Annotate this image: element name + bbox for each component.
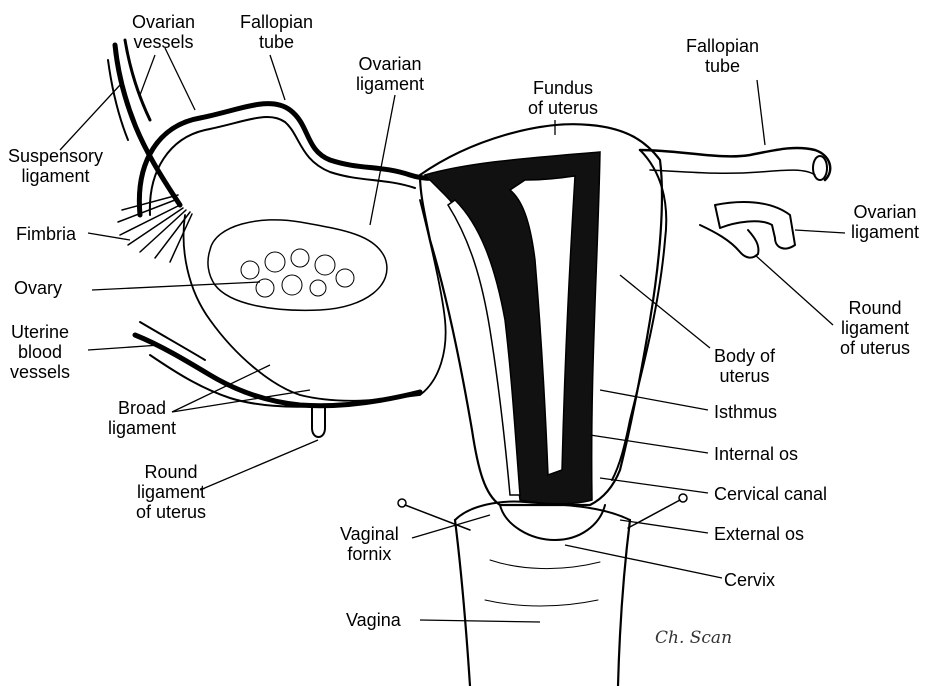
label-round-ligament-left: Round ligament of uterus bbox=[136, 462, 206, 522]
label-fundus-of-uterus: Fundus of uterus bbox=[528, 78, 598, 118]
label-isthmus: Isthmus bbox=[714, 402, 777, 422]
label-broad-ligament: Broad ligament bbox=[108, 398, 176, 438]
label-vaginal-fornix: Vaginal fornix bbox=[340, 524, 399, 564]
label-vagina: Vagina bbox=[346, 610, 401, 630]
label-internal-os: Internal os bbox=[714, 444, 798, 464]
artist-signature: Ch. Scan bbox=[655, 628, 732, 648]
right-fallopian-tube bbox=[640, 148, 830, 180]
label-ovary: Ovary bbox=[14, 278, 62, 298]
round-ligament-right bbox=[700, 225, 758, 258]
label-body-of-uterus: Body of uterus bbox=[714, 346, 775, 386]
label-suspensory-ligament: Suspensory ligament bbox=[8, 146, 103, 186]
label-ovarian-ligament-right: Ovarian ligament bbox=[851, 202, 919, 242]
label-external-os: External os bbox=[714, 524, 804, 544]
label-cervical-canal: Cervical canal bbox=[714, 484, 827, 504]
ovary-follicles bbox=[241, 249, 354, 297]
label-cervix: Cervix bbox=[724, 570, 775, 590]
label-ovarian-vessels: Ovarian vessels bbox=[132, 12, 195, 52]
label-fallopian-tube-left: Fallopian tube bbox=[240, 12, 313, 52]
cervix bbox=[500, 505, 605, 540]
label-ovarian-ligament-top: Ovarian ligament bbox=[356, 54, 424, 94]
label-round-ligament-right: Round ligament of uterus bbox=[840, 298, 910, 358]
round-ligament-left bbox=[312, 405, 325, 437]
ovary bbox=[208, 220, 387, 311]
label-fimbria: Fimbria bbox=[16, 224, 76, 244]
label-uterine-blood-vessels: Uterine blood vessels bbox=[10, 322, 70, 382]
ovarian-ligament-right bbox=[715, 202, 795, 249]
ovarian-vessels-bundle bbox=[115, 45, 180, 205]
label-fallopian-tube-right: Fallopian tube bbox=[686, 36, 759, 76]
vagina bbox=[455, 520, 470, 686]
broad-ligament bbox=[184, 200, 446, 401]
